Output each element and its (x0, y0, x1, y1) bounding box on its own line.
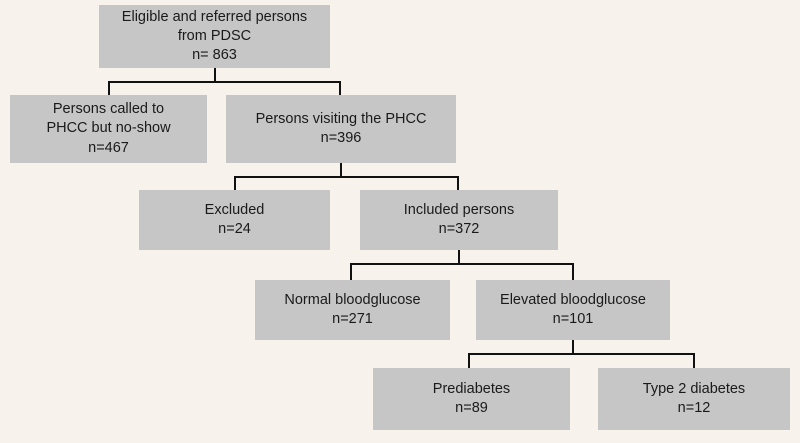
node-eligible-referred-persons-line-0: Eligible and referred persons (121, 8, 308, 25)
node-included-persons: Included persons n=372 (360, 190, 558, 250)
node-normal-bloodglucose-line-0: Normal bloodglucose (284, 291, 421, 308)
drop-to-normal (350, 263, 352, 280)
node-persons-visiting-phcc-line-0: Persons visiting the PHCC (255, 110, 427, 127)
drop-to-excluded (234, 176, 236, 190)
node-type-2-diabetes: Type 2 diabetes n=12 (598, 368, 790, 430)
node-included-persons-line-1: n=372 (438, 221, 480, 237)
stem-elevated (572, 340, 574, 353)
stem-visiting (340, 163, 342, 176)
node-eligible-referred-persons: Eligible and referred persons from PDSC n=… (99, 5, 330, 68)
node-normal-bloodglucose: Normal bloodglucose n=271 (255, 280, 450, 340)
node-type-2-diabetes-line-0: Type 2 diabetes (642, 380, 746, 397)
node-prediabetes-line-0: Prediabetes (432, 380, 511, 397)
node-normal-bloodglucose-line-1: n=271 (332, 311, 373, 327)
node-type-2-diabetes-line-1: n=12 (677, 400, 711, 416)
drop-to-elevated (572, 263, 574, 280)
node-elevated-bloodglucose-line-1: n=101 (552, 311, 594, 327)
node-persons-no-show-line-0: Persons called to (52, 101, 165, 118)
node-elevated-bloodglucose-line-0: Elevated bloodglucose (500, 291, 646, 308)
drop-to-included (457, 176, 459, 190)
node-eligible-referred-persons-line-2: n= 863 (192, 47, 237, 64)
node-persons-visiting-phcc: Persons visiting the PHCC n=396 (226, 95, 456, 163)
node-excluded-persons-line-0: Excluded (204, 201, 265, 218)
node-eligible-referred-persons-line-1: from PDSC (177, 27, 252, 44)
node-prediabetes: Prediabetes n=89 (373, 368, 570, 430)
drop-to-type2 (693, 353, 695, 368)
node-persons-no-show: Persons called to PHCC but no-show n=467 (10, 95, 207, 163)
node-prediabetes-line-1: n=89 (455, 400, 488, 416)
stem-included (458, 250, 460, 263)
node-persons-visiting-phcc-line-1: n=396 (320, 130, 362, 146)
bar-eligible-split (108, 81, 341, 83)
drop-to-no-show (108, 81, 110, 95)
drop-to-visiting (339, 81, 341, 95)
bar-included-split (350, 263, 574, 265)
node-elevated-bloodglucose: Elevated bloodglucose n=101 (476, 280, 670, 340)
stem-eligible (214, 68, 216, 81)
node-persons-no-show-line-2: n=467 (88, 139, 129, 156)
node-included-persons-line-0: Included persons (403, 201, 515, 218)
node-excluded-persons-line-1: n=24 (218, 221, 251, 237)
node-persons-no-show-line-1: PHCC but no-show (46, 120, 171, 137)
drop-to-prediabetes (468, 353, 470, 368)
node-excluded-persons: Excluded n=24 (139, 190, 330, 250)
bar-visiting-split (234, 176, 459, 178)
bar-elevated-split (468, 353, 695, 355)
